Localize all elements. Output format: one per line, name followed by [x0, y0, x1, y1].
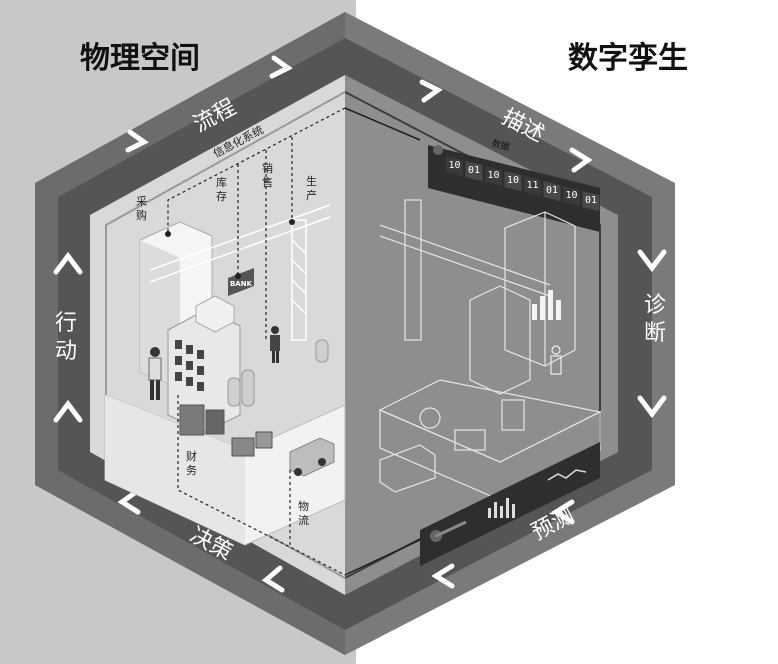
digital-worker-figure [550, 345, 562, 375]
production-label-2: 产 [306, 188, 317, 202]
finance-label-1: 财 [186, 449, 197, 463]
bit-value: 10 [507, 175, 519, 186]
arrow-icon [125, 129, 149, 153]
physical-crane [149, 204, 331, 341]
bank-sign: BANK [228, 268, 254, 296]
worker-figure [148, 347, 162, 400]
arrow-icon [53, 399, 83, 423]
info-system-lines [167, 107, 346, 576]
bit-value: 11 [526, 180, 538, 191]
ring-label-act-2: 动 [55, 339, 77, 364]
bit-cell [524, 176, 541, 197]
arrow-icon [551, 499, 575, 525]
storage-tanks [227, 339, 329, 407]
bit-cell [563, 186, 580, 207]
sales-label-2: 售 [262, 175, 273, 189]
arrow-icon [419, 79, 443, 103]
digital-twin-title: 数字孪生 [568, 41, 688, 76]
arrow-icon [269, 55, 293, 79]
node-dot [165, 231, 171, 237]
bit-cell [582, 190, 600, 212]
office-windows [175, 340, 204, 391]
procurement-label-1: 采 [136, 195, 147, 208]
production-label-1: 生 [306, 174, 317, 188]
bit-value: 01 [468, 165, 480, 176]
ring-label-act-1: 行 [55, 311, 77, 336]
node-dot [235, 273, 241, 279]
procurement-label-2: 购 [136, 208, 147, 222]
arrow-icon [637, 249, 667, 273]
bit-cell [504, 170, 522, 192]
bit-value: 10 [487, 170, 499, 181]
bit-value: 10 [565, 190, 577, 201]
arrow-icon [261, 565, 285, 593]
prediction-strip [420, 442, 600, 566]
businesswoman-figure [270, 326, 280, 363]
arrow-icon [637, 395, 667, 419]
arrow-icon [53, 251, 83, 275]
rooftop-block [195, 295, 235, 333]
digital-wireframe-city [378, 199, 602, 501]
digital-bar-icon [532, 290, 561, 320]
logistics-label-1: 物 [298, 499, 309, 513]
bit-value: 10 [448, 160, 460, 171]
logistics-label-2: 流 [298, 513, 309, 527]
bit-cell [465, 160, 483, 182]
bit-cell [543, 181, 561, 202]
bank-sign-text: BANK [230, 280, 253, 288]
bit-value: 01 [585, 195, 597, 206]
ring-arrows [53, 55, 667, 593]
finance-label-2: 务 [186, 464, 197, 477]
bit-cell [485, 165, 502, 187]
arrow-icon [569, 147, 593, 173]
physical-space-title: 物理空间 [80, 41, 200, 76]
bit-cell [446, 156, 463, 177]
arrow-icon [117, 489, 141, 515]
sales-label-1: 销 [262, 161, 273, 175]
platform-left-face [105, 395, 245, 545]
inventory-label-1: 库 [216, 176, 227, 189]
ring-label-diagnose-2: 断 [644, 321, 666, 346]
data-bits: 10 01 10 10 11 01 10 01 [446, 156, 600, 212]
bit-value: 01 [546, 185, 558, 196]
cargo-boxes [179, 404, 273, 457]
ring-label-diagnose-1: 诊 [644, 293, 666, 318]
twin-connection-lines [344, 107, 421, 576]
node-dot [289, 219, 295, 225]
arrow-icon [431, 563, 455, 589]
inventory-label-2: 存 [216, 189, 227, 203]
